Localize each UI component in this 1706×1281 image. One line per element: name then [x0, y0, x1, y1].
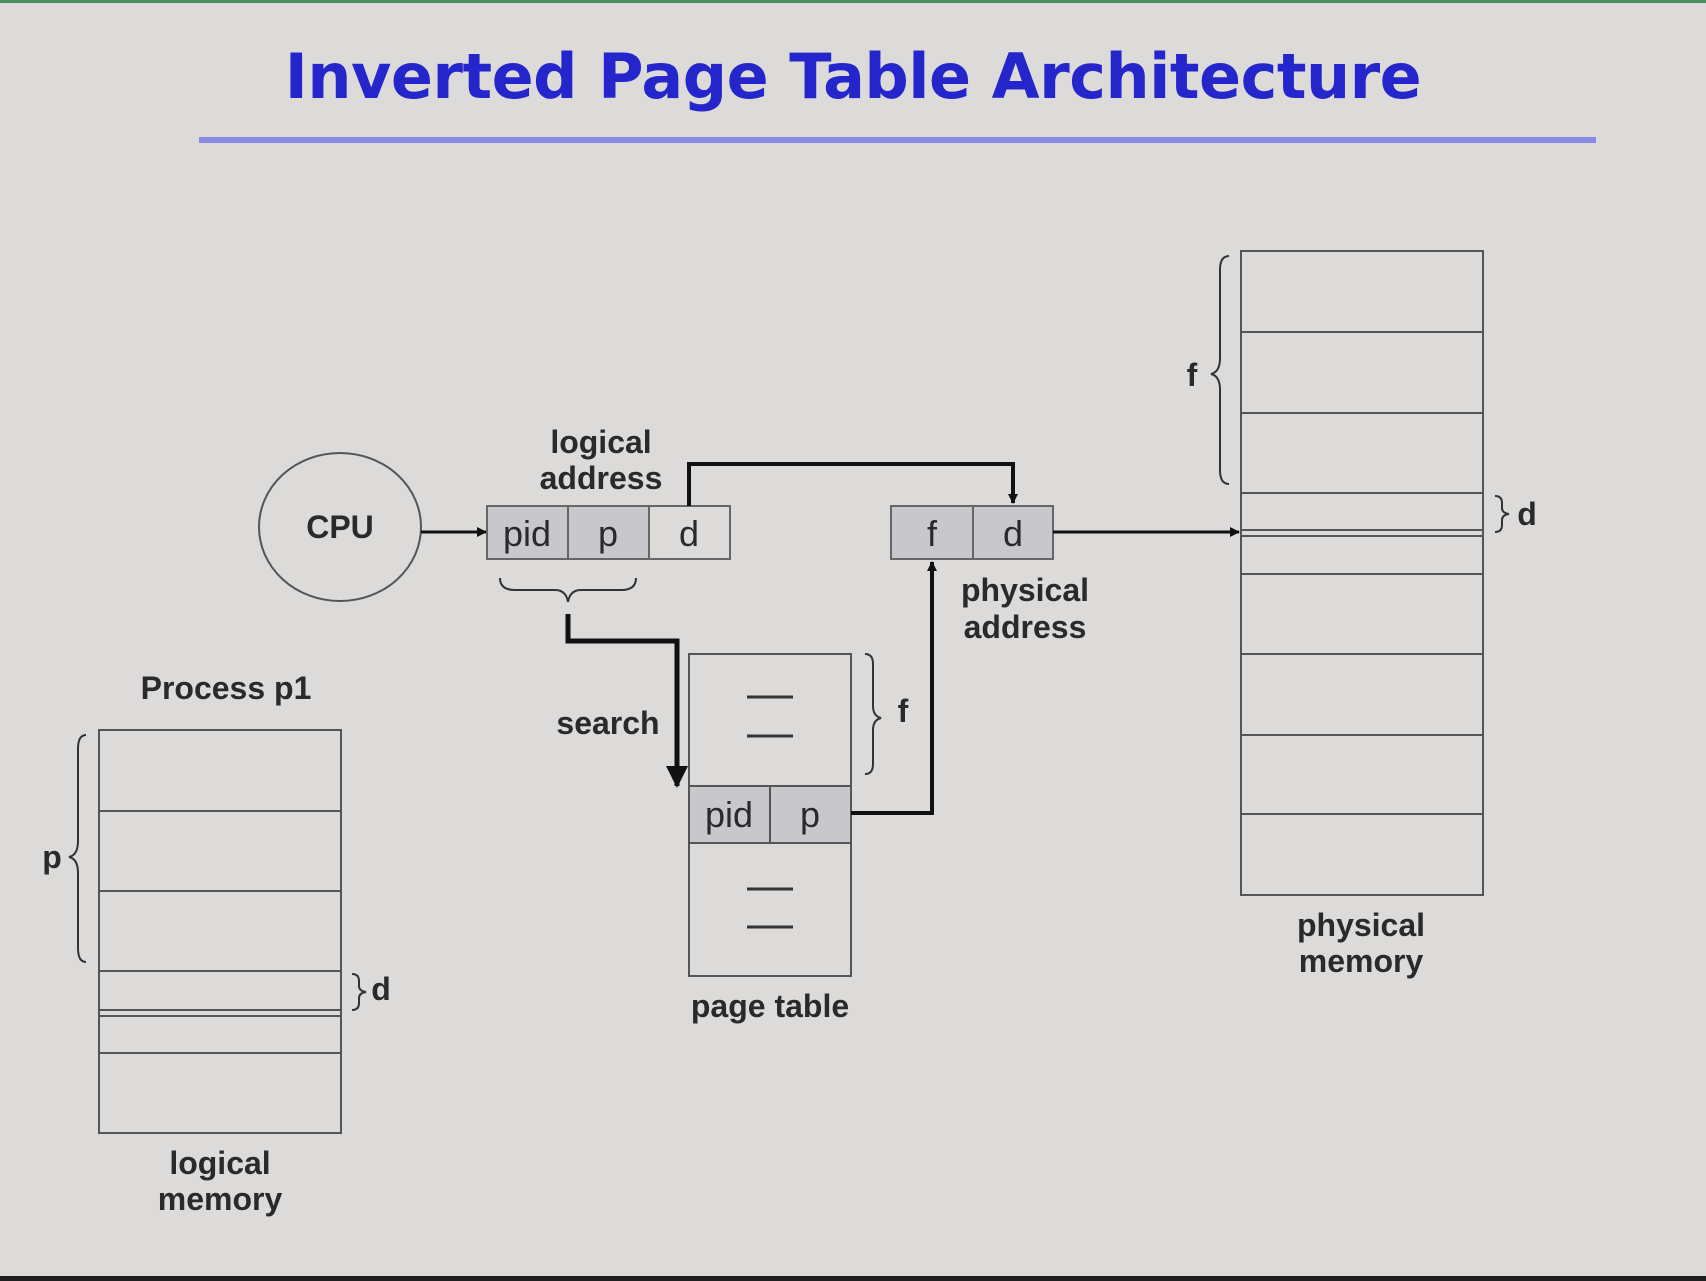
logical-memory-label-line1: logical — [169, 1145, 270, 1181]
top-strip — [0, 0, 1706, 3]
physical-memory — [1240, 250, 1484, 896]
logical-memory-page-brace — [68, 734, 87, 963]
logical-memory-offset-brace — [351, 973, 367, 1011]
search-arrow — [565, 614, 688, 788]
search-label: search — [556, 705, 659, 741]
physical-address-d-field: d — [1003, 513, 1023, 554]
physical-memory-offset-label: d — [1517, 496, 1537, 532]
logical-memory — [98, 729, 342, 1134]
page-table-entry-p: p — [800, 794, 820, 835]
physical-memory-label-line2: memory — [1299, 943, 1424, 979]
title-rule — [199, 137, 1596, 143]
logical-memory-label-line2: memory — [158, 1181, 283, 1217]
physical-memory-frame-label: f — [1187, 357, 1198, 393]
logical-memory-offset-label: d — [371, 971, 391, 1007]
frame-number-arrow — [851, 561, 937, 815]
logical-address-pid-field: pid — [503, 513, 551, 554]
page-table-offset-label: f — [898, 693, 909, 729]
offset-copy-arrow — [687, 462, 1018, 506]
page-table-entry-pid: pid — [705, 794, 753, 835]
physical-address-f-field: f — [927, 513, 938, 554]
page-table-offset-brace — [864, 653, 882, 775]
physical-memory-offset-brace — [1494, 495, 1510, 533]
cpu-label: CPU — [306, 509, 374, 545]
logical-address-d-field: d — [679, 513, 699, 554]
logical-address-label-line2: address — [540, 460, 663, 496]
physical-address-register: f d — [890, 505, 1054, 560]
bottom-strip — [0, 1276, 1706, 1281]
logical-address-label-line1: logical — [550, 424, 651, 460]
physical-memory-label-line1: physical — [1297, 907, 1425, 943]
physical-address-label-line1: physical — [961, 572, 1089, 608]
logical-address-p-field: p — [598, 513, 618, 554]
physical-memory-frame-brace — [1210, 255, 1230, 485]
slide-title: Inverted Page Table Architecture — [284, 40, 1422, 113]
page-table: pid p — [688, 653, 852, 977]
page-table-label: page table — [691, 988, 849, 1024]
cpu-node: CPU — [258, 452, 422, 602]
physical-address-label-line2: address — [964, 609, 1087, 645]
process-label: Process p1 — [141, 670, 312, 706]
logical-address-register: pid p d — [486, 505, 731, 560]
logical-memory-page-label: p — [42, 839, 62, 875]
pid-p-underbrace — [499, 577, 637, 603]
